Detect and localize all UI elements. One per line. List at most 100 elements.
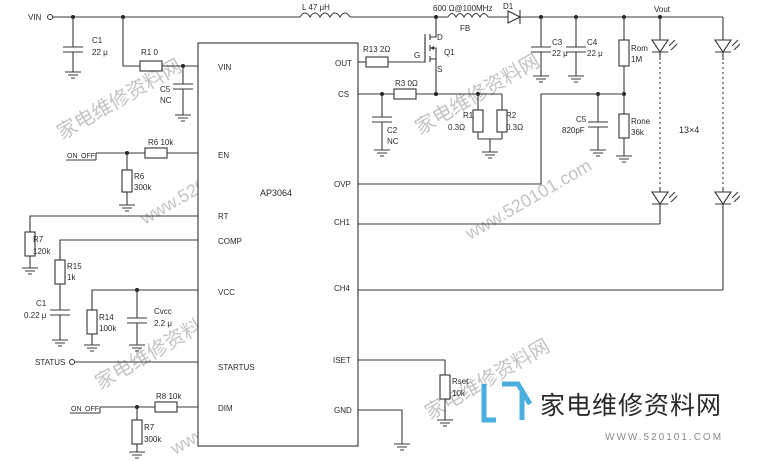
- capacitor-c5-820pf: C5 820pF: [562, 94, 608, 157]
- capacitor-c4: C4 22 μ: [566, 17, 603, 83]
- pin-out: OUT: [335, 59, 352, 68]
- status-terminal: [69, 359, 75, 365]
- resistor-rom: Rom 1M: [618, 17, 648, 94]
- svg-text:R1: R1: [463, 111, 474, 120]
- svg-text:NC: NC: [387, 137, 399, 146]
- svg-text:0.3Ω: 0.3Ω: [448, 123, 465, 132]
- svg-text:R7: R7: [33, 235, 44, 244]
- resistor-r6-series: R6 10k: [144, 138, 174, 159]
- svg-text:22 μ: 22 μ: [552, 49, 568, 58]
- capacitor-cvcc: Cvcc 2.2 μ: [127, 290, 172, 352]
- wire-ovp: [358, 93, 624, 185]
- resistor-r8: R8 10k: [154, 392, 182, 413]
- pin-ch1: CH1: [334, 218, 351, 227]
- svg-text:300k: 300k: [144, 435, 162, 444]
- svg-text:Rone: Rone: [631, 117, 651, 126]
- brand-site: WWW.520101.COM: [605, 432, 723, 443]
- mosfet-q1: G D S Q1: [414, 17, 455, 94]
- led-string-1: [650, 17, 678, 224]
- svg-text:Rset: Rset: [452, 377, 469, 386]
- svg-text:D: D: [437, 33, 443, 42]
- svg-text:1M: 1M: [631, 55, 642, 64]
- svg-text:OFF: OFF: [81, 153, 95, 160]
- svg-text:C3: C3: [552, 38, 563, 47]
- svg-text:0.22 μ: 0.22 μ: [24, 311, 47, 320]
- resistor-r6-shunt: R6 300k: [119, 153, 152, 212]
- svg-text:R7: R7: [144, 423, 155, 432]
- svg-text:22 μ: 22 μ: [587, 49, 603, 58]
- svg-text:C1: C1: [92, 36, 103, 45]
- led-array-label: 13×4: [679, 125, 699, 135]
- capacitor-c1-comp: C1 0.22 μ: [24, 284, 70, 347]
- svg-text:R1 0: R1 0: [141, 48, 158, 57]
- ferrite-bead-fb: 600 Ω@100MHz FB: [433, 4, 492, 33]
- resistor-r1: R1 0: [122, 17, 198, 72]
- svg-text:R6: R6: [134, 172, 145, 181]
- status-label: STATUS: [35, 358, 65, 367]
- svg-text:120k: 120k: [33, 247, 51, 256]
- svg-text:C2: C2: [387, 126, 398, 135]
- svg-text:0.3Ω: 0.3Ω: [506, 123, 523, 132]
- pin-ch4: CH4: [334, 284, 351, 293]
- resistor-r13: R13 2Ω: [363, 45, 390, 68]
- brand-name: 家电维修资料网: [540, 392, 722, 420]
- pin-startus: STARTUS: [218, 363, 255, 372]
- svg-text:R14: R14: [99, 313, 114, 322]
- svg-text:600 Ω@100MHz: 600 Ω@100MHz: [433, 4, 492, 13]
- vout-label: Vout: [654, 5, 671, 14]
- svg-text:300k: 300k: [134, 183, 152, 192]
- svg-text:NC: NC: [160, 96, 172, 105]
- resistor-rone: Rone 36k: [616, 94, 651, 163]
- svg-text:R3 0Ω: R3 0Ω: [395, 79, 418, 88]
- capacitor-c5-nc: C5 NC: [160, 66, 193, 122]
- svg-text:100k: 100k: [99, 324, 117, 333]
- svg-text:10k: 10k: [452, 389, 466, 398]
- svg-text:Cvcc: Cvcc: [154, 307, 172, 316]
- vin-label: VIN: [28, 13, 42, 22]
- svg-text:D1: D1: [503, 2, 514, 11]
- svg-text:ON: ON: [67, 153, 78, 160]
- pin-iset: ISET: [333, 356, 351, 365]
- svg-text:1k: 1k: [67, 273, 76, 282]
- svg-text:OFF: OFF: [85, 406, 99, 413]
- watermark-site: www.520101.com: [461, 155, 595, 244]
- ic-name: AP3064: [260, 188, 292, 198]
- pin-vin: VIN: [218, 63, 232, 72]
- svg-text:ON: ON: [71, 406, 82, 413]
- svg-text:2.2 μ: 2.2 μ: [154, 319, 172, 328]
- svg-text:C4: C4: [587, 38, 598, 47]
- pin-vcc: VCC: [218, 288, 235, 297]
- dim-switch: ON OFF: [70, 406, 101, 414]
- svg-text:C5: C5: [576, 115, 587, 124]
- svg-text:FB: FB: [460, 24, 470, 33]
- vin-terminal: [47, 14, 53, 20]
- svg-text:R13 2Ω: R13 2Ω: [363, 45, 390, 54]
- pin-comp: COMP: [218, 237, 242, 246]
- svg-text:36k: 36k: [631, 128, 645, 137]
- wire-rt: [29, 215, 198, 232]
- capacitor-c1-input: C1 22 μ: [63, 17, 108, 79]
- resistor-rset: Rset 10k: [437, 374, 469, 427]
- resistor-r14: R14 100k: [84, 309, 117, 352]
- svg-text:R15: R15: [67, 262, 82, 271]
- svg-text:R8 10k: R8 10k: [156, 392, 182, 401]
- svg-text:22 μ: 22 μ: [92, 48, 108, 57]
- capacitor-c2-nc: C2 NC: [372, 94, 399, 157]
- pin-gnd: GND: [334, 406, 352, 415]
- inductor-l: L 47 μH: [299, 3, 351, 22]
- resistor-r2-sense: R2 0.3Ω: [496, 94, 523, 139]
- resistor-r1-sense: R1 0.3Ω: [448, 94, 484, 139]
- resistor-r7-dim: R7 300k: [129, 407, 162, 459]
- svg-text:C1: C1: [36, 299, 47, 308]
- en-switch: ON OFF: [66, 153, 97, 161]
- resistor-r3: R3 0Ω: [393, 79, 418, 100]
- svg-text:S: S: [437, 65, 442, 74]
- svg-text:820pF: 820pF: [562, 126, 585, 135]
- logo-mark: [481, 381, 533, 423]
- pin-dim: DIM: [218, 404, 233, 413]
- pin-ovp: OVP: [334, 180, 351, 189]
- svg-text:L 47 μH: L 47 μH: [302, 3, 330, 12]
- capacitor-c3: C3 22 μ: [531, 17, 568, 83]
- svg-text:G: G: [414, 51, 420, 60]
- resistor-r7-rt: R7 120k: [22, 231, 51, 275]
